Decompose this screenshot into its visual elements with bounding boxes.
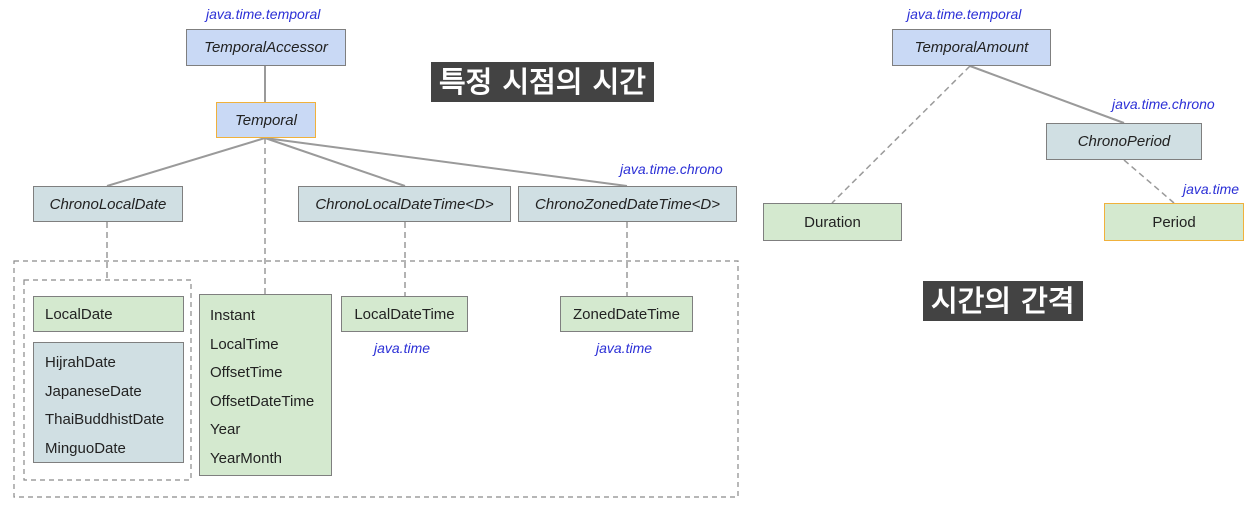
zoned-date-time-label: ZonedDateTime: [573, 305, 680, 323]
temporal-accessor-label: TemporalAccessor: [204, 39, 328, 56]
chrono-period-box: ChronoPeriod: [1046, 123, 1202, 160]
line-temporal-chronolocaldatetime: [264, 137, 406, 187]
list-item: OffsetDateTime: [210, 392, 315, 410]
local-date-box: LocalDate: [33, 296, 184, 332]
list-item: LocalTime: [210, 335, 279, 353]
local-date-group-frame: [23, 279, 192, 481]
list-item: HijrahDate: [45, 354, 116, 371]
outer-group-frame: [13, 260, 739, 498]
chrono-zoned-date-time-label: ChronoZonedDateTime<D>: [535, 195, 720, 213]
zoned-date-time-box: ZonedDateTime: [560, 296, 693, 332]
period-label: Period: [1152, 213, 1196, 231]
package-label-zoned-date-time: java.time: [596, 340, 653, 356]
local-date-time-box: LocalDateTime: [341, 296, 468, 332]
chrono-local-date-label: ChronoLocalDate: [49, 195, 167, 213]
duration-label: Duration: [804, 213, 861, 231]
list-item: YearMonth: [210, 449, 282, 467]
chrono-local-date-box: ChronoLocalDate: [33, 186, 183, 222]
list-item: OffsetTime: [210, 364, 283, 381]
period-box: Period: [1104, 203, 1244, 241]
package-label-chrono-left: java.time.chrono: [620, 161, 723, 177]
line-temporal-chronozoneddatetime: [264, 137, 628, 187]
temporal-amount-box: TemporalAmount: [892, 29, 1051, 66]
package-label-temporal-left: java.time.temporal: [206, 6, 321, 22]
list-item: JapaneseDate: [45, 382, 142, 400]
package-label-period: java.time: [1183, 181, 1240, 197]
temporal-accessor-box: TemporalAccessor: [186, 29, 346, 66]
chrono-period-label: ChronoPeriod: [1077, 133, 1171, 150]
chrono-dates-box: HijrahDate JapaneseDate ThaiBuddhistDate…: [33, 342, 184, 463]
list-item: MinguoDate: [45, 439, 126, 457]
temporal-amount-label: TemporalAmount: [914, 39, 1029, 56]
line-amount-duration: [831, 65, 971, 204]
package-label-local-date-time: java.time: [374, 340, 431, 356]
list-item: Instant: [210, 307, 256, 324]
chrono-zoned-date-time-box: ChronoZonedDateTime<D>: [518, 186, 737, 222]
duration-box: Duration: [763, 203, 902, 241]
local-date-label: LocalDate: [45, 305, 113, 323]
package-label-temporal-right: java.time.temporal: [907, 6, 1022, 22]
temporal-label: Temporal: [235, 111, 297, 129]
list-item: ThaiBuddhistDate: [45, 411, 165, 428]
temporal-impls-box: Instant LocalTime OffsetTime OffsetDateT…: [199, 294, 332, 476]
time-interval-banner: 시간의 간격: [923, 281, 1083, 321]
line-chronoperiod-period: [1123, 159, 1175, 204]
line-amount-chronoperiod: [969, 65, 1125, 124]
local-date-time-label: LocalDateTime: [354, 305, 455, 323]
temporal-box: Temporal: [216, 102, 316, 138]
chrono-local-date-time-box: ChronoLocalDateTime<D>: [298, 186, 511, 222]
point-in-time-banner: 특정 시점의 시간: [431, 62, 654, 102]
line-temporal-chronolocaldate: [106, 137, 266, 187]
list-item: Year: [210, 421, 241, 438]
chrono-local-date-time-label: ChronoLocalDateTime<D>: [315, 195, 494, 213]
package-label-chrono-right: java.time.chrono: [1112, 96, 1215, 112]
